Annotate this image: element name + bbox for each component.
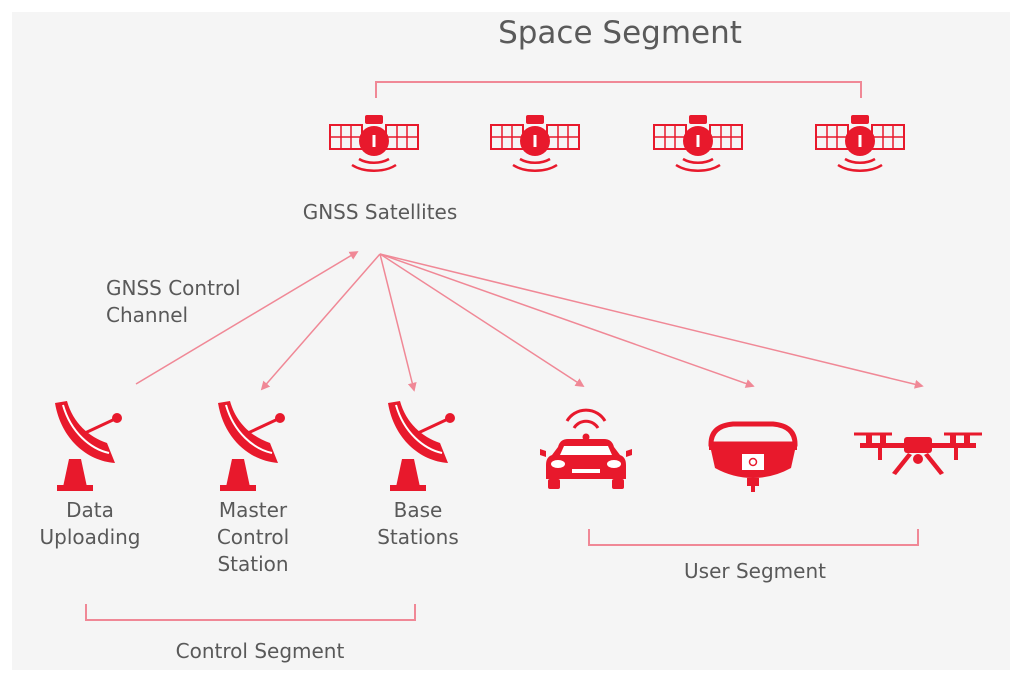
gnss-control-channel-label-line: Channel — [106, 303, 189, 327]
station-label-line: Base — [393, 498, 443, 522]
station-label-line: Stations — [377, 525, 459, 549]
satellite-dish-icon — [53, 399, 124, 493]
station-label-line: Master — [218, 498, 288, 522]
control-segment-bracket — [85, 604, 416, 621]
uplink-arrow — [135, 251, 359, 385]
station-label-line: Data — [66, 498, 114, 522]
downlink-arrow-car — [379, 253, 585, 387]
control-segment-title: Control Segment — [175, 639, 345, 663]
space-segment-bracket — [375, 81, 862, 98]
user-segment-bracket — [588, 529, 919, 546]
gnss-control-channel-label-line: GNSS Control — [106, 276, 241, 300]
downlink-arrow-receiver — [379, 253, 755, 388]
downlink-arrow-master-control — [260, 253, 381, 391]
connected-car-icon — [538, 408, 634, 491]
station-label-line: Uploading — [39, 525, 141, 549]
satellite-dish-icon — [386, 399, 457, 493]
drone-icon — [852, 432, 984, 477]
downlink-arrow-drone — [379, 253, 924, 389]
diagram-background — [12, 12, 1010, 670]
base-stations-label: Base Stations — [348, 497, 488, 551]
data-uploading-label: Data Uploading — [20, 497, 160, 551]
user-segment-title: User Segment — [684, 559, 826, 583]
satellite-icon — [489, 113, 581, 173]
downlink-arrow-base-stations — [379, 253, 417, 392]
master-control-station-label: Master Control Station — [183, 497, 323, 578]
space-segment-title: Space Segment — [498, 15, 742, 51]
satellite-icon — [652, 113, 744, 173]
satellite-dish-icon — [216, 399, 287, 493]
station-label-line: Station — [217, 552, 289, 576]
satellite-icon — [814, 113, 906, 173]
gnss-control-channel-label: GNSS Control Channel — [106, 275, 241, 329]
gnss-satellites-label: GNSS Satellites — [302, 200, 458, 224]
satellite-icon — [328, 113, 420, 173]
gnss-receiver-icon — [709, 424, 797, 492]
station-label-line: Control — [216, 525, 290, 549]
